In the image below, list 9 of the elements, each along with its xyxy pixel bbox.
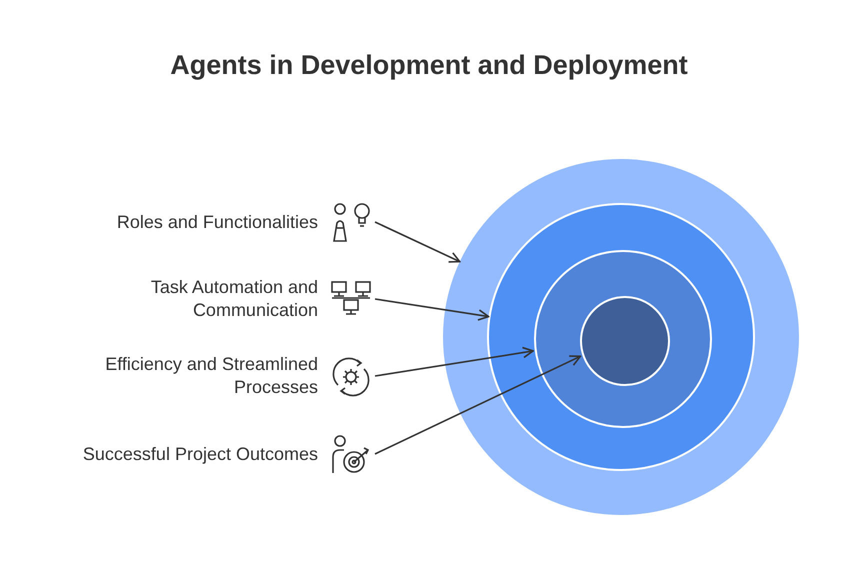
arrow (374, 221, 461, 263)
item-label: Task Automation and Communication (150, 276, 318, 322)
item-label: Successful Project Outcomes (82, 442, 318, 466)
arrow (374, 298, 490, 321)
item-label: Efficiency and Streamlined Processes (104, 353, 318, 399)
arrow (374, 346, 534, 377)
diagram-title: Agents in Development and Deployment (169, 50, 689, 81)
arrow (374, 355, 582, 455)
item-label: Roles and Functionalities (116, 210, 318, 234)
